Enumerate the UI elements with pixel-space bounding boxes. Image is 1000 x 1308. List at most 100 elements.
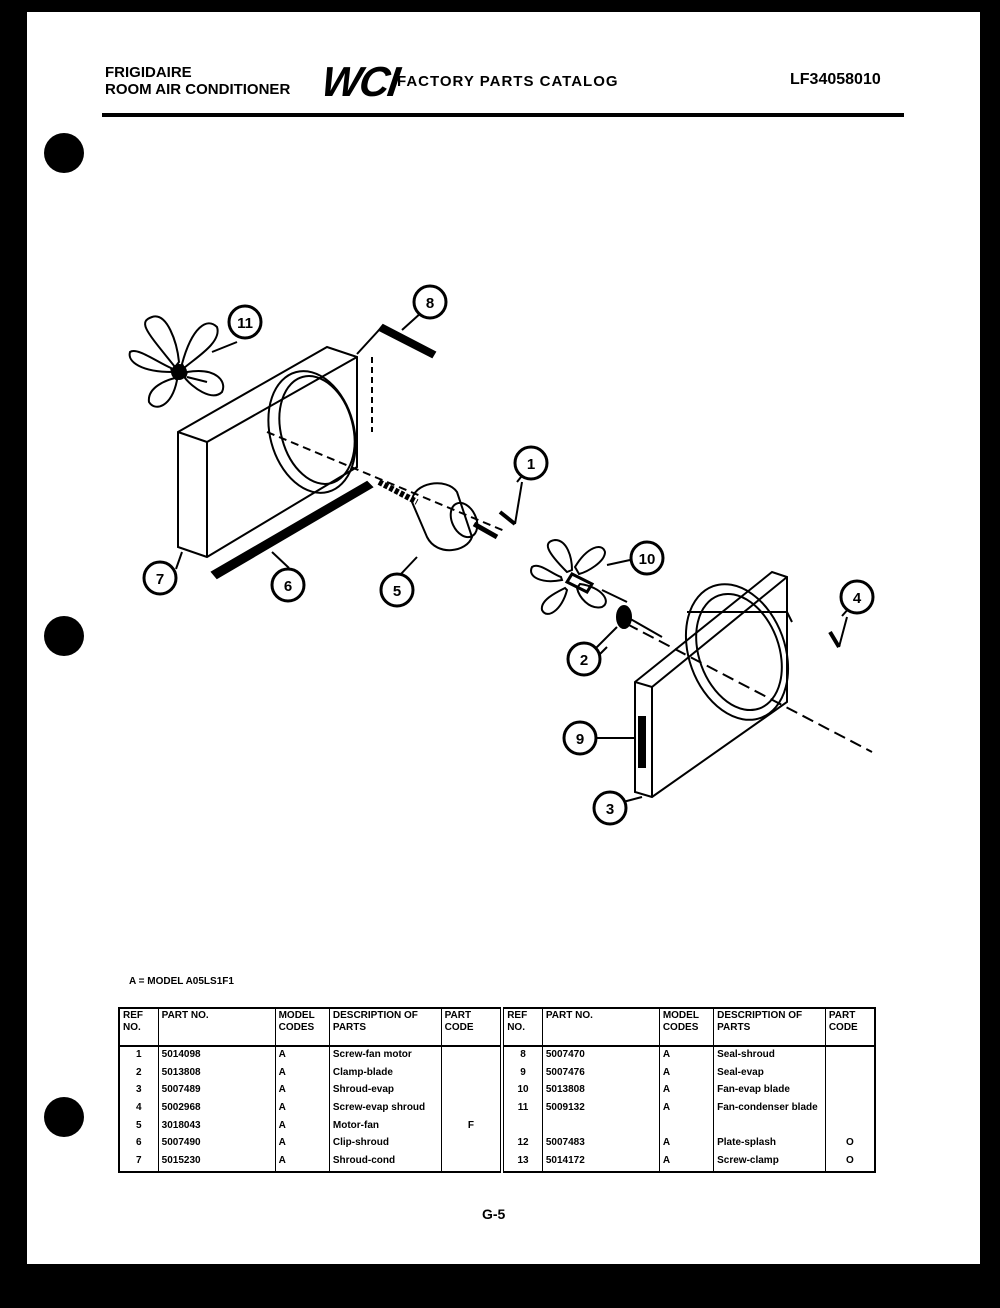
model-code-cell: A xyxy=(658,1153,715,1172)
description-cell: Screw-clamp xyxy=(713,1153,826,1172)
product-name: ROOM AIR CONDITIONER xyxy=(105,81,291,98)
table-header-row: REF NO. PART NO. MODEL CODES DESCRIPTION… xyxy=(118,1008,876,1047)
ref-no-cell: 6 xyxy=(118,1135,159,1154)
callout-7: 7 xyxy=(142,560,178,596)
model-code-cell: A xyxy=(274,1082,330,1101)
callout-11: 11 xyxy=(227,304,263,340)
svg-text:4: 4 xyxy=(853,590,862,607)
ref-no-cell: 11 xyxy=(501,1100,543,1118)
condenser-fan-blade-drawing xyxy=(128,315,225,408)
brand-name: FRIGIDAIRE xyxy=(105,64,192,81)
col-model-codes-2: MODEL CODES xyxy=(658,1008,715,1047)
condenser-shroud-drawing xyxy=(177,345,508,559)
description-cell: Screw-fan motor xyxy=(328,1046,442,1065)
part-code-cell xyxy=(440,1082,505,1101)
callout-10: 10 xyxy=(629,540,665,576)
callout-4: 4 xyxy=(839,579,875,615)
callout-1: 1 xyxy=(513,445,549,481)
ref-no-cell: 3 xyxy=(118,1082,159,1101)
model-code-cell: A xyxy=(274,1153,330,1172)
col-ref-no: REF NO. xyxy=(118,1008,159,1047)
header-rule xyxy=(102,113,904,117)
fan-motor-drawing xyxy=(377,479,499,552)
part-no-cell: 5015230 xyxy=(157,1153,276,1172)
ref-no-cell: 12 xyxy=(501,1135,543,1154)
col-part-code-2: PART CODE xyxy=(824,1008,876,1047)
ref-no-cell: 13 xyxy=(501,1153,543,1172)
part-no-cell: 5007489 xyxy=(157,1082,276,1101)
svg-text:10: 10 xyxy=(639,551,656,568)
part-code-cell xyxy=(440,1100,505,1118)
svg-text:2: 2 xyxy=(580,652,588,669)
part-code-cell: F xyxy=(440,1117,505,1136)
description-cell xyxy=(713,1117,826,1136)
part-no-cell: 5013808 xyxy=(541,1082,660,1101)
col-description: DESCRIPTION OF PARTS xyxy=(328,1008,442,1047)
model-code-cell: A xyxy=(658,1064,715,1083)
parts-table: REF NO. PART NO. MODEL CODES DESCRIPTION… xyxy=(118,1007,876,1173)
ref-no-cell: 9 xyxy=(501,1064,543,1083)
ref-no-cell: 2 xyxy=(118,1064,159,1083)
catalog-page: FRIGIDAIRE ROOM AIR CONDITIONER WCI FACT… xyxy=(27,12,980,1264)
model-code-cell: A xyxy=(274,1100,330,1118)
part-code-cell xyxy=(440,1046,505,1065)
model-code-cell: A xyxy=(274,1046,330,1065)
description-cell: Shroud-cond xyxy=(328,1153,442,1172)
catalog-title: FACTORY PARTS CATALOG xyxy=(397,73,619,90)
part-code-cell xyxy=(440,1153,505,1172)
model-code-cell: A xyxy=(658,1082,715,1101)
part-code-cell xyxy=(440,1064,505,1083)
binder-hole-top xyxy=(44,133,84,173)
ref-no-cell: 4 xyxy=(118,1100,159,1118)
part-code-cell xyxy=(824,1064,876,1083)
model-code-cell: A xyxy=(274,1064,330,1083)
seal-strip-drawing xyxy=(356,323,437,432)
ref-no-cell: 7 xyxy=(118,1153,159,1172)
ref-no-cell xyxy=(501,1117,543,1136)
part-no-cell: 5002968 xyxy=(157,1100,276,1118)
evap-shroud-drawing xyxy=(626,570,873,799)
part-no-cell: 5013808 xyxy=(157,1064,276,1083)
col-part-no: PART NO. xyxy=(157,1008,276,1047)
part-no-cell xyxy=(541,1117,660,1136)
part-code-cell xyxy=(824,1100,876,1118)
screw-drawing xyxy=(498,481,523,526)
part-code-cell xyxy=(440,1135,505,1154)
svg-text:9: 9 xyxy=(576,731,584,748)
svg-text:11: 11 xyxy=(237,315,253,332)
screw-evap-drawing xyxy=(828,616,848,649)
model-code-cell xyxy=(658,1117,715,1136)
page-number: G-5 xyxy=(482,1206,506,1222)
description-cell: Seal-evap xyxy=(713,1064,826,1083)
part-no-cell: 5007470 xyxy=(541,1046,660,1065)
description-cell: Clamp-blade xyxy=(328,1064,442,1083)
description-cell: Fan-evap blade xyxy=(713,1082,826,1101)
part-no-cell: 5007483 xyxy=(541,1135,660,1154)
part-no-cell: 5007490 xyxy=(157,1135,276,1154)
col-part-no-2: PART NO. xyxy=(541,1008,660,1047)
svg-text:8: 8 xyxy=(426,295,434,312)
callout-9: 9 xyxy=(562,720,598,756)
col-ref-no-2: REF NO. xyxy=(501,1008,543,1047)
part-no-cell: 3018043 xyxy=(157,1117,276,1136)
seal-shroud-drawing xyxy=(210,480,374,580)
header-brand-block: FRIGIDAIRE ROOM AIR CONDITIONER xyxy=(105,64,290,98)
model-code-cell: A xyxy=(658,1046,715,1065)
ref-no-cell: 10 xyxy=(501,1082,543,1101)
ref-no-cell: 1 xyxy=(118,1046,159,1065)
description-cell: Screw-evap shroud xyxy=(328,1100,442,1118)
description-cell: Plate-splash xyxy=(713,1135,826,1154)
binder-hole-bottom xyxy=(44,1097,84,1137)
description-cell: Motor-fan xyxy=(328,1117,442,1136)
model-code-cell: A xyxy=(658,1135,715,1154)
ref-no-cell: 8 xyxy=(501,1046,543,1065)
part-code-cell xyxy=(824,1117,876,1136)
svg-text:5: 5 xyxy=(393,583,401,600)
ref-no-cell: 5 xyxy=(118,1117,159,1136)
